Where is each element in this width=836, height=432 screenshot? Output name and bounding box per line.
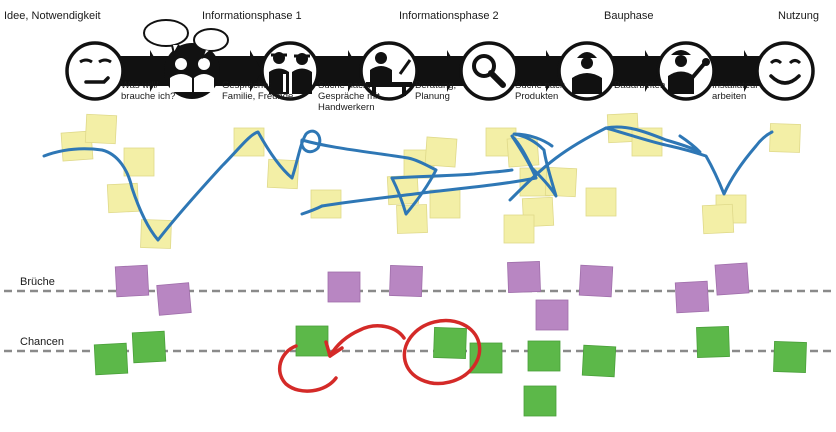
chance-highlight-marker bbox=[277, 318, 482, 393]
chance-note bbox=[131, 330, 167, 364]
break-note bbox=[507, 261, 541, 293]
chance-note bbox=[523, 385, 557, 417]
journey-note bbox=[266, 158, 300, 190]
journey-note bbox=[140, 219, 172, 249]
break-note bbox=[327, 271, 361, 303]
neutral-face-icon bbox=[65, 41, 125, 101]
phase-label-nutzung: Nutzung bbox=[778, 10, 819, 22]
journey-note bbox=[769, 123, 801, 153]
chance-note bbox=[527, 340, 561, 372]
worker-icon bbox=[557, 41, 617, 101]
break-note bbox=[714, 262, 750, 296]
magnifier-icon bbox=[459, 41, 519, 101]
chance-note bbox=[696, 326, 730, 358]
phase-label-bauphase: Bauphase bbox=[604, 10, 654, 22]
journey-note bbox=[701, 203, 735, 235]
consultant-at-desk-icon bbox=[359, 41, 419, 101]
people-talking-icon bbox=[143, 19, 229, 99]
journey-note bbox=[585, 187, 617, 217]
chance-note bbox=[93, 342, 129, 376]
journey-note bbox=[503, 214, 535, 244]
chance-note bbox=[773, 341, 807, 373]
break-note bbox=[578, 264, 614, 298]
journey-note bbox=[84, 113, 118, 145]
journey-note bbox=[123, 147, 155, 177]
phase-label-idee: Idee, Notwendigkeit bbox=[4, 10, 101, 22]
phase-label-information-1: Informationsphase 1 bbox=[202, 10, 302, 22]
chance-note bbox=[433, 327, 467, 359]
step-note-suche-handwerker: Suche nach: Gespräche mit Handwerkern bbox=[318, 80, 380, 113]
break-note bbox=[389, 265, 423, 297]
journey-note bbox=[60, 130, 94, 162]
installer-icon bbox=[656, 41, 716, 101]
craftsmen-icon bbox=[260, 41, 320, 101]
break-note bbox=[674, 280, 710, 314]
chance-note bbox=[295, 325, 329, 357]
chance-note bbox=[581, 344, 617, 378]
journey-note bbox=[429, 189, 461, 219]
step-note-was-will: Was will/ brauche ich? bbox=[121, 80, 176, 102]
break-note bbox=[114, 264, 150, 298]
smiley-face-icon bbox=[755, 41, 815, 101]
step-note-gespraeche: Gespräche: Familie, Freunde bbox=[222, 80, 294, 102]
break-note bbox=[156, 282, 192, 316]
journey-note bbox=[233, 127, 265, 157]
row-label-brueche: Brüche bbox=[20, 276, 55, 288]
break-note bbox=[535, 299, 569, 331]
phase-label-information-2: Informationsphase 2 bbox=[399, 10, 499, 22]
step-note-suche-produkte: Suche nach Produkten bbox=[515, 80, 566, 102]
emotion-curve bbox=[42, 125, 774, 242]
step-note-installateur: Installateur- arbeiten bbox=[712, 80, 762, 102]
step-note-beratung: Beratung, Planung bbox=[415, 80, 457, 102]
journey-note bbox=[106, 182, 140, 214]
journey-note bbox=[424, 136, 458, 168]
row-label-chancen: Chancen bbox=[20, 336, 65, 348]
step-note-bauarbeiten: Bauarbeiten bbox=[614, 80, 666, 91]
chance-note bbox=[469, 342, 503, 374]
